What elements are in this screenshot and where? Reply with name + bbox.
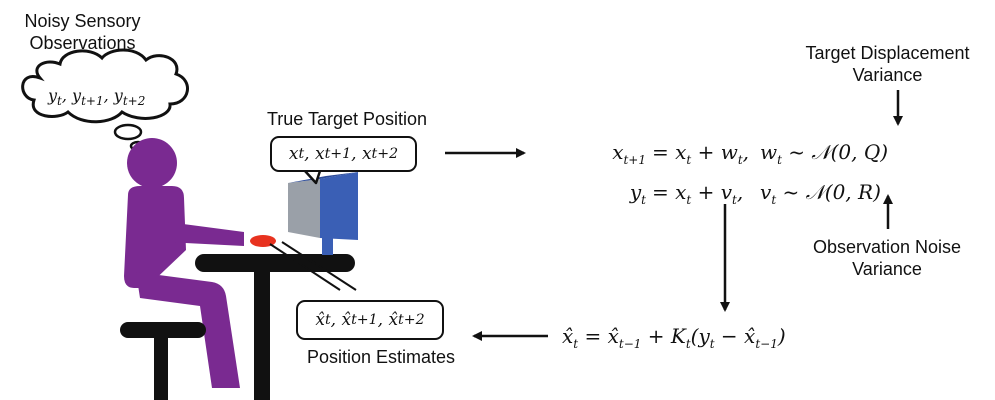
noisy-observations-line-2: Observations [29,33,136,53]
thought-cloud [21,48,189,152]
state-equation-rhs: = xt + wt, [652,140,750,167]
observation-noise-variance-label: Observation Noise Variance [792,236,982,280]
observation-equation-rhs: = xt + vt, [652,180,744,207]
target-displacement-variance-label: Target Displacement Variance [785,42,990,86]
observation-noise-line-2: Variance [852,259,922,279]
state-noise-distribution: wt ~ 𝒩(0, Q) [760,140,889,167]
monitor-stand [322,238,333,255]
state-equation-lhs: xt+1 [612,140,646,167]
person-torso [124,186,186,288]
observation-equation-lhs: yt [629,180,646,207]
table-leg [254,270,270,400]
kalman-update-equation: x̂t = x̂t−1 + Kt(yt − x̂t−1) [562,324,786,351]
stool-leg [154,336,168,400]
computer-mouse [250,235,276,247]
true-target-position-label: True Target Position [266,109,428,129]
observation-noise-line-1: Observation Noise [812,237,962,257]
stool [120,322,206,400]
thought-observations-math: yt, yt+1, yt+2 [48,86,146,109]
table [195,254,355,400]
estimates-pointer-line-2 [281,241,357,291]
noisy-observations-label: Noisy Sensory Observations [0,10,165,54]
person-arm [166,222,244,246]
position-estimates-label: Position Estimates [306,347,456,367]
estimates-pointer-line-1 [269,243,341,291]
monitor-top [288,172,358,183]
person-figure [124,138,244,388]
person-legs [136,272,240,388]
thought-bubble-dot-large [113,123,143,141]
monitor-screen [288,179,320,238]
target-displacement-line-1: Target Displacement [805,43,970,63]
noisy-observations-line-1: Noisy Sensory [24,11,141,31]
person-head [127,138,177,188]
true-positions-bubble-tail [304,170,322,185]
monitor [288,172,358,255]
monitor-back [320,172,358,240]
table-top [195,254,355,272]
observation-noise-distribution: vt ~ 𝒩(0, R) [760,180,881,207]
stool-seat [120,322,206,338]
position-estimates-bubble: x̂t, x̂t+1, x̂t+2 [296,300,444,340]
target-displacement-line-2: Variance [852,65,923,85]
